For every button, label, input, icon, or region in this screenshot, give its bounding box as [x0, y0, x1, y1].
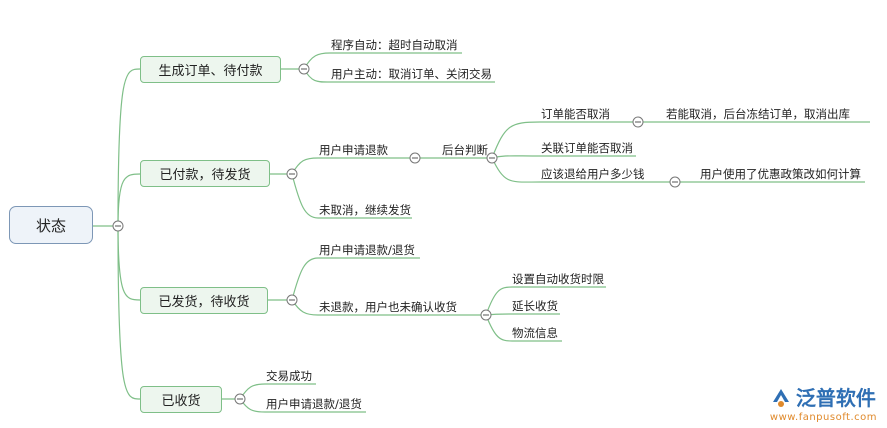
leaf-request-refund-return-2[interactable]: 用户申请退款/退货	[266, 397, 362, 411]
leaf-backend-judge[interactable]: 后台判断	[442, 143, 488, 157]
leaf-request-refund-return[interactable]: 用户申请退款/退货	[319, 243, 415, 257]
branch-node-shipped[interactable]: 已发货，待收货	[140, 287, 268, 314]
brand-mark-icon	[772, 388, 789, 407]
leaf-not-refunded[interactable]: 未退款，用户也未确认收货	[319, 300, 457, 314]
branch-label: 已发货，待收货	[158, 295, 250, 310]
leaf-continue-shipping[interactable]: 未取消，继续发货	[319, 203, 411, 217]
root-label: 状态	[35, 216, 66, 235]
branch-node-received[interactable]: 已收货	[140, 386, 222, 413]
leaf-user-cancel[interactable]: 用户主动：取消订单、关闭交易	[331, 67, 492, 81]
note-discount-calc[interactable]: 用户使用了优惠政策改如何计算	[700, 167, 861, 181]
branch-label: 生成订单、待付款	[158, 64, 263, 79]
leaf-order-cancelable[interactable]: 订单能否取消	[541, 107, 610, 121]
leaf-auto-cancel[interactable]: 程序自动：超时自动取消	[331, 38, 458, 52]
watermark: 泛普软件 www.fanpusoft.com	[770, 382, 877, 423]
leaf-extend-receive[interactable]: 延长收货	[512, 299, 558, 313]
branch-node-pending-payment[interactable]: 生成订单、待付款	[140, 56, 281, 83]
leaf-logistics-info[interactable]: 物流信息	[512, 326, 558, 340]
leaf-related-order-cancelable[interactable]: 关联订单能否取消	[541, 141, 633, 155]
leaf-refund-amount[interactable]: 应该退给用户多少钱	[541, 167, 645, 181]
branch-node-paid[interactable]: 已付款，待发货	[140, 160, 270, 187]
leaf-auto-receive-limit[interactable]: 设置自动收货时限	[512, 272, 604, 286]
leaf-request-refund[interactable]: 用户申请退款	[319, 143, 388, 157]
branch-label: 已付款，待发货	[159, 168, 251, 183]
brand-name: 泛普软件	[795, 386, 876, 410]
root-node[interactable]: 状态	[9, 206, 93, 244]
branch-label: 已收货	[161, 394, 201, 409]
brand-logo: 泛普软件	[770, 382, 877, 411]
leaf-deal-success[interactable]: 交易成功	[266, 369, 312, 383]
note-freeze-order[interactable]: 若能取消，后台冻结订单，取消出库	[666, 107, 850, 121]
brand-url: www.fanpusoft.com	[769, 412, 877, 423]
